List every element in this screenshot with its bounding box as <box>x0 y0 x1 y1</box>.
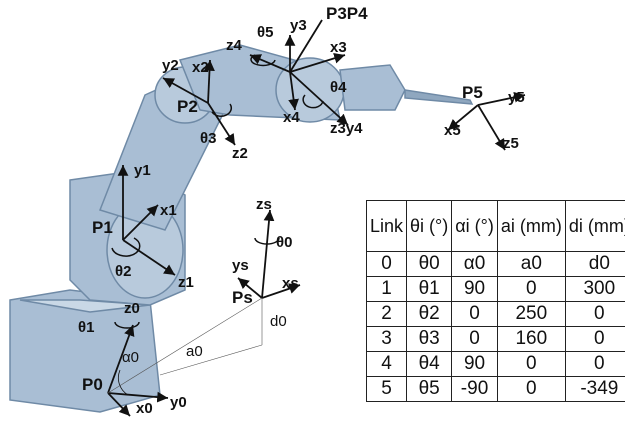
table-row: 5 θ5 -90 0 -349 <box>365 376 625 402</box>
label-alpha0: α0 <box>122 349 139 366</box>
label-z1: z1 <box>178 274 194 291</box>
label-x0: x0 <box>136 400 153 417</box>
alpha0-arc <box>117 369 129 396</box>
label-xs: xs <box>282 275 299 292</box>
label-ys: ys <box>232 257 249 274</box>
header-theta: θi (°) <box>406 200 453 252</box>
label-y3: y3 <box>290 17 307 34</box>
theta4-arc <box>302 94 324 109</box>
theta3-arc <box>211 103 233 117</box>
header-a: ai (mm) <box>496 200 566 252</box>
label-z5: z5 <box>503 135 519 152</box>
label-z3y4: z3y4 <box>330 120 363 137</box>
label-x5: x5 <box>444 122 461 139</box>
label-y2: y2 <box>162 57 179 74</box>
header-alpha: αi (°) <box>451 200 498 252</box>
table-row: 0 θ0 α0 a0 d0 <box>365 251 625 277</box>
label-p3p4: P3P4 <box>326 4 368 23</box>
label-x4: x4 <box>283 109 300 126</box>
header-d: di (mm) <box>564 200 625 252</box>
theta2-arc <box>111 237 141 257</box>
theta0-arc <box>254 237 280 245</box>
label-a0: a0 <box>186 343 203 360</box>
theta1-arc <box>114 321 140 329</box>
label-z4: z4 <box>226 37 243 54</box>
label-theta3: θ3 <box>200 130 216 147</box>
table-row: 2 θ2 0 250 0 <box>365 301 625 327</box>
label-z0: z0 <box>124 300 140 317</box>
robot-body <box>9 44 474 413</box>
table-row: 3 θ3 0 160 0 <box>365 326 625 352</box>
label-x2: x2 <box>192 59 209 76</box>
header-link: Link <box>365 200 408 252</box>
label-theta4: θ4 <box>330 79 347 96</box>
label-p5: P5 <box>462 83 483 102</box>
label-theta5: θ5 <box>257 24 273 41</box>
table-row: 1 θ1 90 0 300 <box>365 276 625 302</box>
table-header-row: Link θi (°) αi (°) ai (mm) di (mm) <box>365 200 625 252</box>
label-d0: d0 <box>270 313 287 330</box>
dh-parameter-table: Link θi (°) αi (°) ai (mm) di (mm) 0 θ0 … <box>365 200 625 402</box>
label-z2: z2 <box>232 145 248 162</box>
label-theta2: θ2 <box>115 263 131 280</box>
theta5-arc <box>250 54 276 67</box>
label-p2: P2 <box>177 97 198 116</box>
label-y1: y1 <box>134 162 151 179</box>
label-y5: y5 <box>508 89 525 106</box>
label-ps: Ps <box>232 288 253 307</box>
label-p1: P1 <box>92 218 113 237</box>
label-x1: x1 <box>160 202 177 219</box>
label-p0: P0 <box>82 375 103 394</box>
label-y0: y0 <box>170 394 187 411</box>
table-row: 4 θ4 90 0 0 <box>365 351 625 377</box>
label-zs: zs <box>256 196 272 213</box>
label-x3: x3 <box>330 39 347 56</box>
label-theta0: θ0 <box>276 234 292 251</box>
label-theta1: θ1 <box>78 319 94 336</box>
